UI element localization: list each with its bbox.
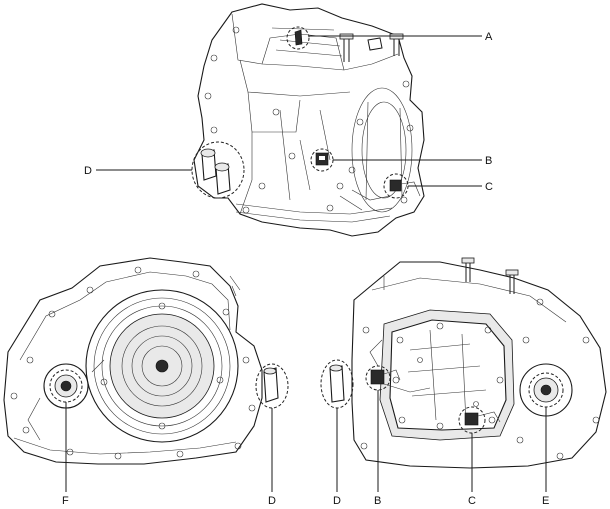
callout-label-b-right: B	[374, 495, 381, 507]
right-transmission-view	[320, 257, 607, 492]
callout-a-marker	[286, 26, 310, 50]
callout-label-e: E	[542, 495, 549, 507]
left-transmission-view	[3, 257, 289, 492]
callout-d-marker-left	[255, 363, 289, 409]
callout-label-d-left: D	[268, 495, 276, 507]
callout-label-a: A	[485, 31, 493, 43]
callout-label-c-top: C	[485, 181, 493, 193]
callout-f-marker	[49, 369, 83, 403]
top-transmission-view	[96, 3, 482, 237]
callout-label-d-top: D	[84, 165, 92, 177]
callout-label-c-right: C	[468, 495, 476, 507]
callout-label-f: F	[62, 495, 69, 507]
callout-label-d-right: D	[333, 495, 341, 507]
callout-label-b-top: B	[485, 155, 492, 167]
callout-d-marker-top	[191, 141, 245, 199]
